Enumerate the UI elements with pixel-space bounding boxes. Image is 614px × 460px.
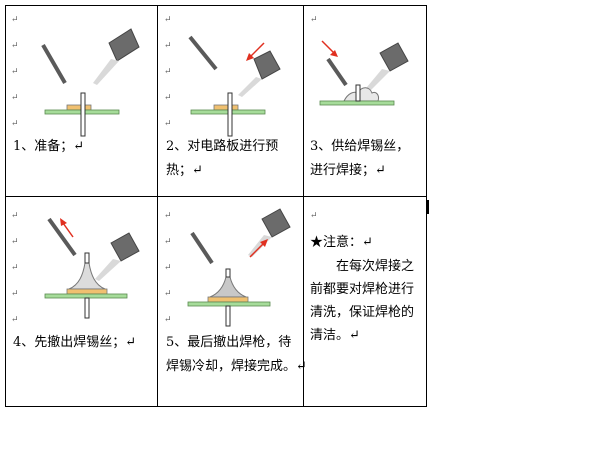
step-4-caption: 4、先撤出焊锡丝；↵ bbox=[13, 335, 137, 350]
soldering-iron bbox=[238, 50, 281, 97]
step-2-caption: 2、对电路板进行预 热；↵ bbox=[166, 139, 279, 178]
step-3-cell: ↵ 3、供给焊锡丝， 进行焊接；↵ bbox=[304, 5, 426, 196]
table-resize-marker bbox=[426, 200, 429, 214]
steps-table: ↵ ↵ ↵ ↵ ↵ 1、准备；↵ ↵ ↵ ↵ ↵ ↵ bbox=[5, 5, 427, 407]
table-col-divider-1 bbox=[157, 5, 158, 407]
soldering-iron bbox=[248, 208, 291, 257]
component-lead bbox=[80, 92, 86, 137]
component-lead bbox=[355, 84, 361, 102]
step-5-caption: 5、最后撤出焊枪，待 焊锡冷却，焊接完成。↵ bbox=[166, 335, 307, 374]
step-3-illustration bbox=[319, 40, 409, 106]
step-2-cell: ↵ ↵ ↵ ↵ ↵ 2、对电路板进行预 热；↵ bbox=[158, 5, 303, 196]
step-5-illustration bbox=[187, 208, 291, 327]
table-border-left bbox=[5, 5, 6, 407]
component-lead bbox=[225, 305, 231, 327]
solder-wire bbox=[190, 231, 214, 265]
arrowhead-icon bbox=[330, 50, 338, 57]
copper-pad bbox=[213, 104, 239, 111]
table-col-divider-2 bbox=[303, 5, 304, 407]
table-border-bottom bbox=[5, 406, 427, 407]
arrow-icon bbox=[249, 42, 265, 58]
solder-wire bbox=[188, 35, 218, 71]
step-1-illustration bbox=[41, 28, 140, 137]
copper-pad bbox=[207, 296, 249, 303]
component-lead bbox=[84, 297, 90, 319]
table-border-top bbox=[5, 5, 427, 6]
circuit-board bbox=[187, 301, 271, 307]
soldering-iron bbox=[93, 28, 140, 85]
note-body: 在每次焊接之前都要对焊枪进行清洗，保证焊枪的清洁。↵ bbox=[310, 259, 415, 343]
component-lead bbox=[227, 92, 233, 137]
arrow-icon bbox=[249, 242, 265, 258]
solder-joint bbox=[343, 87, 379, 102]
step-4-illustration bbox=[44, 217, 140, 319]
component-lead-top bbox=[225, 268, 231, 278]
circuit-board bbox=[319, 100, 395, 106]
arrowhead-icon bbox=[260, 239, 268, 247]
note-cell: ↵ ★注意：↵ 在每次焊接之前都要对焊枪进行清洗，保证焊枪的清洁。↵ bbox=[304, 197, 426, 406]
circuit-board bbox=[44, 293, 128, 299]
soldering-iron bbox=[95, 232, 140, 281]
table-row-divider bbox=[5, 196, 427, 197]
arrow-icon bbox=[321, 40, 335, 54]
component-lead-top bbox=[84, 252, 90, 264]
step-5-cell: ↵ ↵ ↵ ↵ ↵ 5、最后撤出焊枪，待 焊锡冷却，焊接完成。↵ bbox=[158, 197, 307, 406]
arrowhead-icon bbox=[246, 53, 254, 61]
solder-wire bbox=[47, 217, 77, 257]
solder-joint bbox=[209, 276, 247, 298]
soldering-iron bbox=[362, 42, 409, 95]
step-3-caption: 3、供给焊锡丝， 进行焊接；↵ bbox=[310, 139, 410, 178]
copper-pad bbox=[66, 288, 108, 295]
arrowhead-icon bbox=[60, 218, 67, 226]
copper-pad bbox=[66, 104, 92, 111]
solder-wire bbox=[41, 43, 67, 85]
step-1-caption: 1、准备；↵ bbox=[13, 139, 85, 154]
note-title: ★注意：↵ bbox=[310, 235, 373, 250]
step-2-illustration bbox=[188, 35, 281, 137]
solder-wire bbox=[326, 57, 348, 87]
step-1-cell: ↵ ↵ ↵ ↵ ↵ 1、准备；↵ bbox=[5, 5, 157, 196]
step-4-cell: ↵ ↵ ↵ ↵ ↵ 4、先撤出焊锡丝；↵ bbox=[5, 197, 157, 406]
arrow-icon bbox=[62, 222, 74, 238]
